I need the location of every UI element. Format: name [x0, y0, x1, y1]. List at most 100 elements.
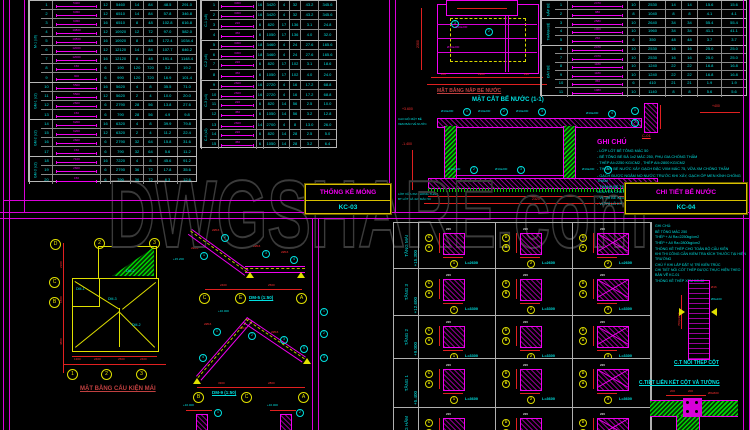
- dim-text: 2320: [532, 197, 540, 201]
- callout-bubble: 2: [248, 332, 256, 340]
- cell-value: 1240: [640, 62, 666, 70]
- rebar-bar-glyph: [221, 114, 254, 118]
- cell-no: 8: [41, 64, 53, 72]
- cell-value: 616.8: [181, 20, 192, 25]
- callout-bubble: D: [579, 419, 587, 427]
- callout-bubble: 1: [450, 396, 458, 404]
- sheet-border: [3, 200, 389, 201]
- rebar-length-label: 12000: [72, 55, 81, 59]
- dim-text: 220: [523, 363, 529, 367]
- length-label: L=3300: [619, 354, 632, 358]
- cell-no: 9: [210, 80, 219, 90]
- rebar-bar-glyph: [56, 133, 97, 136]
- cell-value: 102.8: [158, 19, 178, 27]
- dim-text: 200: [688, 389, 694, 393]
- callout-bubble: A: [425, 244, 433, 252]
- rebar-shape: 900: [53, 73, 101, 82]
- cell-value: 16.8: [730, 71, 738, 77]
- cell-value: 5.6: [731, 89, 737, 95]
- dim-line: [516, 326, 517, 346]
- cell-value: 16: [101, 157, 111, 165]
- note-line: THÉP + AI Ra=2250kg/cm2: [655, 235, 700, 240]
- cell-value: 190: [111, 64, 131, 72]
- cell-value: 18: [257, 40, 264, 50]
- cell-no: 3: [210, 20, 219, 30]
- floor-label-text: TẦNG 1: [403, 374, 409, 392]
- callout-bubble: 2: [527, 306, 535, 314]
- rebar-shape: 2600: [219, 90, 257, 99]
- grid-bubble: 3: [136, 369, 147, 380]
- rebar-length-label: 450: [234, 110, 240, 115]
- rebar-shape: 2600: [53, 101, 101, 109]
- cell-value: 43.2: [301, 1, 319, 10]
- cell-no: 3: [41, 19, 53, 27]
- cell-value: 25.0: [698, 45, 722, 53]
- dim-line: [593, 279, 594, 299]
- rebar-length-label: 1180: [594, 71, 601, 75]
- callout-bubble: D: [579, 327, 587, 335]
- cell-value: 16: [101, 55, 111, 63]
- rebar-shape: 2470: [568, 1, 628, 9]
- rebar-shape: 1180: [568, 62, 628, 70]
- rebar-length-label: 150: [73, 175, 79, 180]
- schedule-group-label: C-1 (x8): [201, 1, 210, 40]
- dim-line: [443, 257, 463, 258]
- rebar-shape: 10800: [53, 28, 101, 36]
- rebar-shape: 2600: [53, 166, 101, 174]
- dim-text: 220: [446, 227, 452, 231]
- dim-line: [205, 289, 302, 290]
- ridge-line: [119, 308, 120, 347]
- cell-value: 55.4: [730, 19, 738, 25]
- dim-line: [186, 410, 212, 411]
- cell-value: 16: [257, 10, 264, 20]
- callout-bubble: 2: [527, 260, 535, 268]
- dim-line: [593, 418, 594, 430]
- dim-text: 220: [600, 363, 606, 367]
- cell-value: 820: [264, 20, 279, 30]
- cell-value: 1960: [640, 27, 666, 35]
- cell-value: 8: [144, 83, 158, 91]
- rebar-length-label: 3300: [234, 41, 241, 46]
- cell-value: 16.9: [158, 73, 178, 82]
- note-line: CHI TIẾT NỐI CỐT THÉP ĐƯỢC THỰC HIỆN THE…: [655, 268, 741, 278]
- cell-value: 582.0: [181, 29, 192, 34]
- cell-no: 10: [41, 83, 53, 91]
- length-label: L=2600: [542, 261, 555, 265]
- rebar-shape: 980: [568, 9, 628, 18]
- cell-value: 32: [290, 1, 301, 10]
- schedule-group-label: THÀNH BỂ: [541, 19, 555, 45]
- dim-text: 220: [523, 273, 529, 277]
- cell-value: 3420: [264, 1, 279, 10]
- column-section: [443, 279, 465, 301]
- rebar-length-label: 2470: [594, 1, 601, 5]
- length-label: L=3300: [542, 307, 555, 311]
- rebar-note: 2Ø16: [271, 330, 279, 334]
- rebar-length-label: 6200: [73, 120, 80, 124]
- cell-no: 15: [210, 139, 219, 150]
- callout-bubble: A: [425, 380, 433, 388]
- column-section: [443, 326, 465, 348]
- callout-bubble: D: [502, 280, 510, 288]
- rebar-note: 2Ø16: [253, 244, 261, 248]
- schedule-group-label: GM-2 (x2): [29, 120, 41, 156]
- beam-horizontal: [245, 266, 305, 273]
- rebar-shape: 220: [219, 129, 257, 139]
- cell-no: 1: [210, 1, 219, 10]
- elevation-text: +5.400: [413, 391, 418, 405]
- rebar-bar-glyph: [56, 96, 97, 99]
- dim-text: 1300: [74, 357, 81, 361]
- rebar-bar-glyph: [56, 142, 97, 145]
- rebar-bar-glyph: [572, 31, 623, 35]
- cell-no: 8: [210, 69, 219, 80]
- cell-value: 32: [131, 138, 144, 146]
- plan-beam-line: [437, 24, 537, 25]
